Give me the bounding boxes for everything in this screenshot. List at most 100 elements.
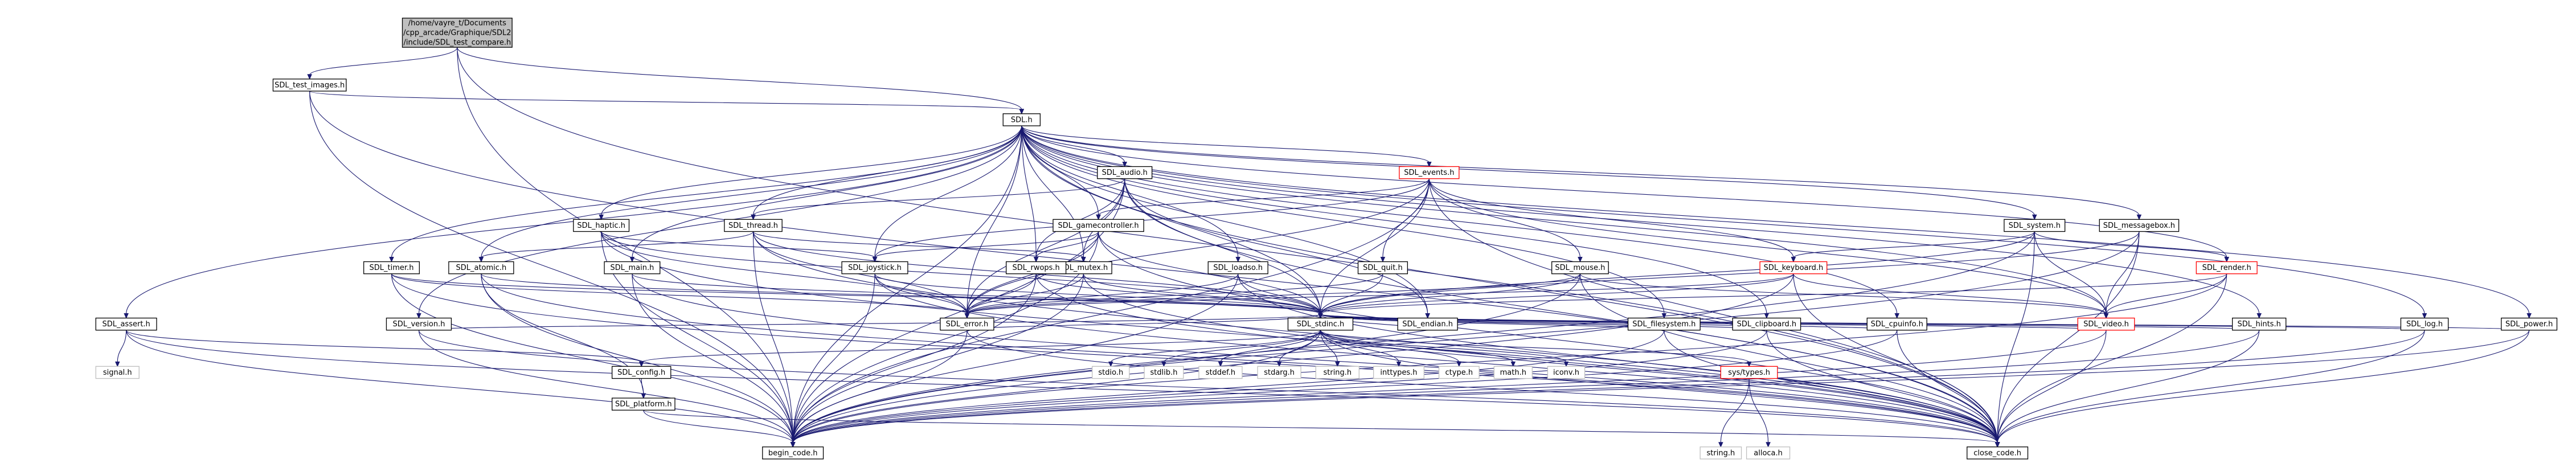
edge-video-to-close <box>1995 330 2107 448</box>
node-platform[interactable]: SDL_platform.h <box>612 398 675 411</box>
nodes-layer: /home/vayre_t/Documents/cpp_arcade/Graph… <box>95 18 2558 460</box>
edge-haptic-to-error <box>601 231 970 319</box>
node-label: SDL_timer.h <box>370 264 414 272</box>
node-box <box>1373 366 1424 379</box>
node-label: alloca.h <box>1754 449 1783 457</box>
edge-haptic-to-joystick <box>601 231 878 263</box>
node-label: stdlib.h <box>1150 368 1177 377</box>
node-box <box>2400 317 2449 331</box>
node-main[interactable]: SDL_main.h <box>604 261 661 274</box>
node-atomic[interactable]: SDL_atomic.h <box>448 261 514 274</box>
node-box <box>1006 261 1067 274</box>
node-filesystem[interactable]: SDL_filesystem.h <box>1627 317 1701 331</box>
edge-version-to-begin <box>418 330 796 448</box>
node-power[interactable]: SDL_power.h <box>2501 317 2558 331</box>
node-box <box>1627 317 1701 331</box>
edge-test_images-to-sdl <box>309 91 1025 114</box>
edge-system-to-keyboard <box>1791 231 2035 263</box>
node-config[interactable]: SDL_config.h <box>612 366 671 379</box>
node-label: SDL_quit.h <box>1363 264 1403 272</box>
node-label: string.h <box>1707 449 1735 457</box>
edge-system-to-video <box>2034 231 2109 319</box>
node-label: SDL_cpuinfo.h <box>1871 320 1923 329</box>
node-messagebox[interactable]: SDL_messagebox.h <box>2099 219 2180 232</box>
node-thread[interactable]: SDL_thread.h <box>724 219 783 232</box>
edge-sdl-to-timer <box>389 125 1022 263</box>
node-box <box>1257 366 1301 379</box>
node-label: SDL_clipboard.h <box>1737 320 1797 329</box>
node-stdinc[interactable]: SDL_stdinc.h <box>1287 317 1354 331</box>
node-log[interactable]: SDL_log.h <box>2400 317 2449 331</box>
node-events[interactable]: SDL_events.h <box>1399 166 1460 179</box>
node-timer[interactable]: SDL_timer.h <box>363 261 420 274</box>
node-label: /cpp_arcade/Graphique/SDL2 <box>403 28 511 37</box>
node-endian[interactable]: SDL_endian.h <box>1397 317 1458 331</box>
edge-sdl-to-events <box>1021 125 1432 167</box>
node-box <box>1493 366 1533 379</box>
node-label: /home/vayre_t/Documents <box>408 19 506 27</box>
node-haptic[interactable]: SDL_haptic.h <box>573 219 630 232</box>
node-box <box>2231 317 2287 331</box>
node-label: SDL_keyboard.h <box>1764 264 1824 272</box>
node-alloca: alloca.h <box>1746 446 1791 460</box>
edge-thread-to-mutex <box>752 231 1086 263</box>
node-system[interactable]: SDL_system.h <box>2004 219 2066 232</box>
node-box <box>2004 219 2066 232</box>
node-label: SDL_thread.h <box>728 222 778 230</box>
node-loadso[interactable]: SDL_loadso.h <box>1207 261 1268 274</box>
node-stdarg: stdarg.h <box>1257 366 1301 379</box>
edge-sdl-to-assert <box>124 125 1022 319</box>
node-box <box>762 446 824 460</box>
node-test-images[interactable]: SDL_test_images.h <box>272 79 347 92</box>
node-sys-types[interactable]: sys/types.h <box>1720 366 1778 379</box>
edge-keyboard-to-error <box>964 273 1794 319</box>
node-box <box>95 317 157 331</box>
node-keyboard[interactable]: SDL_keyboard.h <box>1759 261 1828 274</box>
edge-main-to-close <box>632 273 2000 448</box>
node-hints[interactable]: SDL_hints.h <box>2231 317 2287 331</box>
edge-rwops-to-error <box>964 273 1037 319</box>
node-label: SDL_version.h <box>392 320 445 329</box>
node-mutex[interactable]: SDL_mutex.h <box>1054 261 1112 274</box>
edge-sdl-to-power <box>1021 125 2532 319</box>
node-close[interactable]: close_code.h <box>1967 446 2029 460</box>
edge-platform-to-begin <box>643 410 796 448</box>
edge-log-to-begin <box>790 330 2425 448</box>
node-begin[interactable]: begin_code.h <box>762 446 824 460</box>
node-box <box>1551 261 1609 274</box>
node-label: SDL_render.h <box>2202 264 2251 272</box>
node-label: SDL_loadso.h <box>1213 264 1263 272</box>
edge-sdl-to-video <box>1021 125 2109 319</box>
node-assert[interactable]: SDL_assert.h <box>95 317 157 331</box>
node-box <box>1746 446 1791 460</box>
node-stdlib: stdlib.h <box>1144 366 1184 379</box>
node-label: begin_code.h <box>768 449 818 457</box>
node-stdio: stdio.h <box>1092 366 1130 379</box>
edge-sdl-to-messagebox <box>1021 125 2142 220</box>
node-cpuinfo[interactable]: SDL_cpuinfo.h <box>1866 317 1927 331</box>
node-joystick[interactable]: SDL_joystick.h <box>841 261 908 274</box>
node-stddef: stddef.h <box>1198 366 1243 379</box>
node-root: /home/vayre_t/Documents/cpp_arcade/Graph… <box>402 18 513 48</box>
node-audio[interactable]: SDL_audio.h <box>1097 166 1153 179</box>
edge-stdinc-to-sys_types <box>1320 330 1752 367</box>
edge-audio-to-begin <box>790 178 1125 448</box>
node-label: SDL_main.h <box>611 264 654 272</box>
node-rwops[interactable]: SDL_rwops.h <box>1006 261 1067 274</box>
node-clipboard[interactable]: SDL_clipboard.h <box>1732 317 1801 331</box>
node-error[interactable]: SDL_error.h <box>940 317 994 331</box>
node-iconv: iconv.h <box>1547 366 1586 379</box>
node-box <box>724 219 783 232</box>
node-box <box>1097 166 1153 179</box>
edge-sdl-to-thread <box>751 125 1022 220</box>
node-label: SDL_system.h <box>2009 222 2061 230</box>
node-label: SDL_test_images.h <box>275 81 345 89</box>
edge-events-to-quit <box>1380 178 1430 263</box>
node-version[interactable]: SDL_version.h <box>386 317 452 331</box>
node-sdl[interactable]: SDL.h <box>1002 113 1041 126</box>
node-video[interactable]: SDL_video.h <box>2077 317 2135 331</box>
node-render[interactable]: SDL_render.h <box>2196 261 2258 274</box>
node-mouse[interactable]: SDL_mouse.h <box>1551 261 1609 274</box>
node-gamecontroller[interactable]: SDL_gamecontroller.h <box>1052 219 1144 232</box>
node-quit[interactable]: SDL_quit.h <box>1357 261 1408 274</box>
